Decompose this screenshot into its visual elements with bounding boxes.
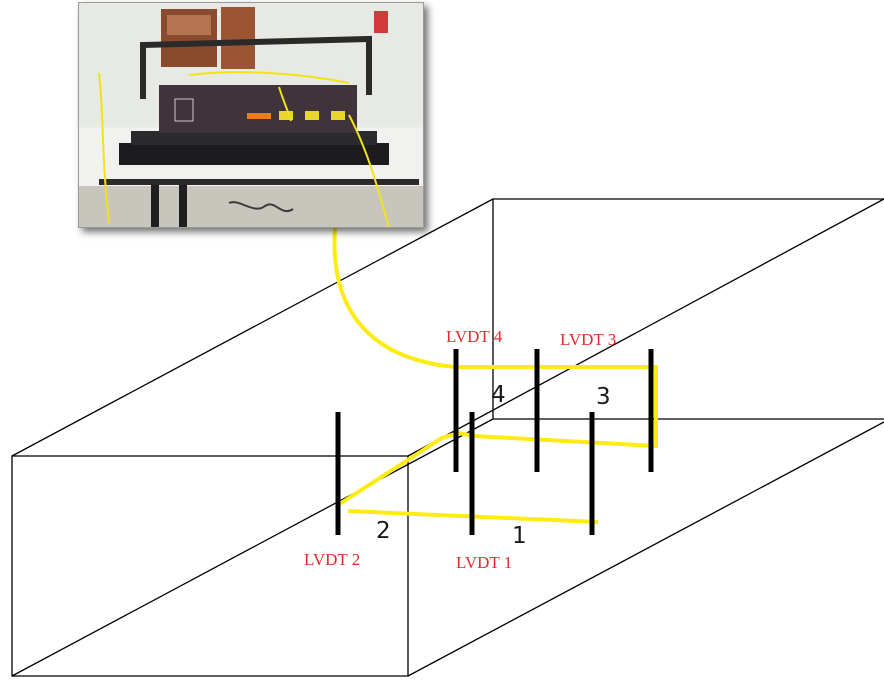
photo-rack — [119, 143, 389, 165]
beam-edge-bottom-left — [12, 419, 493, 676]
beam-back-face — [493, 199, 884, 419]
data-logger-photo — [78, 2, 424, 228]
photo-poster — [374, 11, 388, 33]
data-logger-image — [79, 3, 423, 227]
photo-device-display — [247, 113, 271, 119]
photo-desk-leg — [151, 183, 159, 227]
sensor-label-lvdt1: LVDT 1 — [456, 553, 512, 572]
photo-rack-plate — [131, 131, 377, 145]
photo-desk-edge — [99, 179, 419, 185]
photo-desk-leg-2 — [179, 183, 187, 227]
sensor-number-1: 1 — [512, 523, 527, 549]
beam-edge-bottom-right — [408, 422, 884, 676]
sensor-number-4: 4 — [491, 382, 506, 408]
wire-loop-front — [338, 433, 458, 505]
photo-shelf-inner — [167, 15, 211, 35]
photo-cabinet — [221, 7, 255, 69]
sensor-label-lvdt4: LVDT 4 — [446, 327, 503, 346]
photo-device-port-3 — [331, 111, 345, 120]
wire-loop-back — [455, 367, 656, 446]
photo-device-port-2 — [305, 111, 319, 120]
photo-device — [159, 85, 357, 133]
sensor-label-lvdt3: LVDT 3 — [560, 330, 616, 349]
sensor-number-2: 2 — [376, 518, 391, 544]
sensor-label-lvdt2: LVDT 2 — [304, 550, 360, 569]
sensor-number-3: 3 — [596, 384, 611, 410]
sensor-wiring — [334, 228, 656, 522]
beam-edge-top-left — [12, 199, 493, 456]
wire-to-logger — [334, 228, 455, 367]
